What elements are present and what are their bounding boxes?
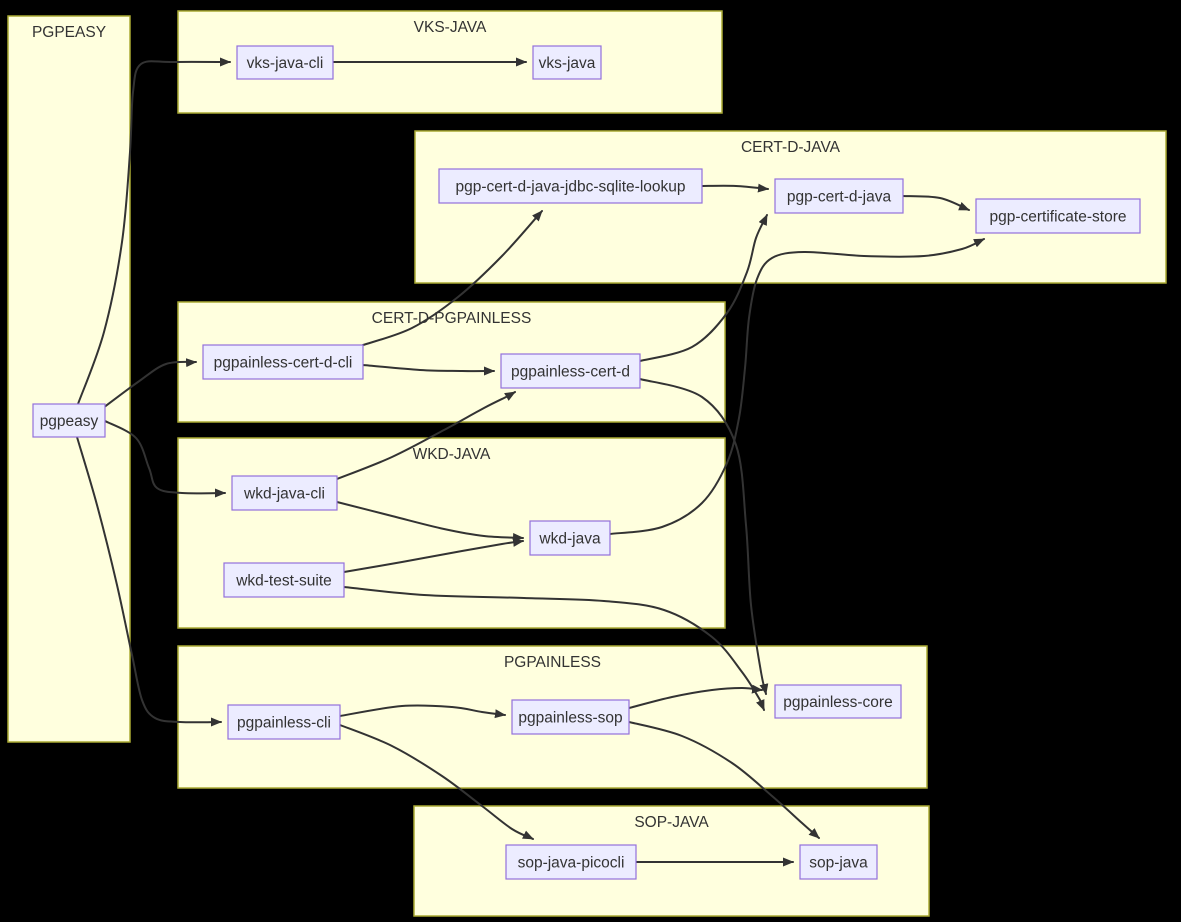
cluster-label-pgpainless-group: PGPAINLESS bbox=[504, 654, 601, 671]
edge-wkd-java-cli--wkd-java bbox=[336, 501, 524, 543]
node-label-pgpainless-core: pgpainless-core bbox=[783, 694, 892, 711]
node-pgpainless-cli bbox=[227, 704, 341, 740]
edge-pgpeasy--pgpainless-cli bbox=[76, 436, 222, 727]
edge-pgpainless-sop--pgpainless-core bbox=[628, 684, 763, 709]
edge-pgpeasy--vks-java-cli bbox=[77, 57, 231, 405]
edge-wkd-java--pgp-certificate-store bbox=[609, 238, 985, 535]
edge-pgpainless-cert-d-cli--pgp-cert-d-java-jdbc-sqlite-lookup bbox=[362, 210, 543, 346]
edge-pgpainless-cli--pgpainless-sop bbox=[339, 704, 506, 719]
edges-layer bbox=[76, 57, 985, 867]
edge-wkd-test-suite--wkd-java bbox=[343, 537, 524, 573]
node-pgpainless-sop bbox=[511, 699, 630, 735]
node-wkd-test-suite bbox=[223, 562, 345, 598]
node-pgp-cert-d-java-jdbc-sqlite-lookup bbox=[438, 168, 703, 204]
node-pgp-cert-d-java bbox=[774, 178, 904, 214]
node-wkd-java bbox=[529, 520, 611, 556]
edge-pgpainless-cert-d--pgpainless-core bbox=[639, 378, 769, 695]
node-pgpeasy bbox=[32, 403, 106, 438]
node-label-wkd-java-cli: wkd-java-cli bbox=[243, 486, 325, 503]
node-label-pgpainless-sop: pgpainless-sop bbox=[518, 710, 622, 727]
node-label-wkd-java: wkd-java bbox=[538, 531, 601, 548]
node-pgpainless-cert-d bbox=[500, 353, 641, 389]
cluster-label-vks-java-group: VKS-JAVA bbox=[414, 19, 487, 36]
node-label-pgpeasy: pgpeasy bbox=[40, 413, 99, 430]
node-label-pgpainless-cert-d-cli: pgpainless-cert-d-cli bbox=[214, 355, 353, 372]
edge-pgp-cert-d-java--pgp-certificate-store bbox=[902, 195, 970, 211]
node-label-vks-java-cli: vks-java-cli bbox=[247, 55, 324, 72]
edge-pgpainless-cert-d--pgp-cert-d-java bbox=[639, 214, 768, 362]
node-sop-java-picocli bbox=[505, 844, 637, 880]
cluster-label-wkd-java-group: WKD-JAVA bbox=[413, 446, 491, 463]
node-label-vks-java: vks-java bbox=[539, 55, 596, 72]
node-label-pgp-cert-d-java: pgp-cert-d-java bbox=[787, 189, 892, 206]
node-label-pgp-cert-d-java-jdbc-sqlite-lookup: pgp-cert-d-java-jdbc-sqlite-lookup bbox=[455, 179, 685, 196]
cluster-pgpeasy-group bbox=[7, 15, 131, 743]
edge-pgpainless-cli--sop-java-picocli bbox=[339, 724, 534, 840]
node-wkd-java-cli bbox=[231, 475, 338, 511]
edge-pgp-cert-d-java-jdbc-sqlite-lookup--pgp-cert-d-java bbox=[701, 183, 769, 193]
clusters-layer: PGPEASY VKS-JAVA CERT-D-JAVA CERT-D-PGPAINL… bbox=[7, 10, 1167, 917]
cluster-wkd-java-group bbox=[177, 437, 726, 629]
node-label-wkd-test-suite: wkd-test-suite bbox=[235, 573, 332, 590]
node-label-pgpainless-cert-d: pgpainless-cert-d bbox=[511, 364, 630, 381]
node-vks-java-cli bbox=[236, 45, 334, 80]
cluster-label-cert-d-pgpainless-group: CERT-D-PGPAINLESS bbox=[372, 310, 532, 327]
node-vks-java bbox=[532, 45, 602, 80]
node-label-pgp-certificate-store: pgp-certificate-store bbox=[990, 209, 1127, 226]
cluster-label-pgpeasy-group: PGPEASY bbox=[32, 24, 106, 41]
edge-wkd-java-cli--pgpainless-cert-d bbox=[336, 391, 516, 480]
node-pgpainless-core bbox=[774, 684, 902, 719]
node-label-sop-java: sop-java bbox=[809, 855, 868, 872]
node-label-sop-java-picocli: sop-java-picocli bbox=[518, 855, 625, 872]
node-label-pgpainless-cli: pgpainless-cli bbox=[237, 715, 331, 732]
edge-pgpeasy--pgpainless-cert-d-cli bbox=[102, 358, 197, 409]
cluster-label-sop-java-group: SOP-JAVA bbox=[634, 814, 709, 831]
node-pgp-certificate-store bbox=[975, 198, 1141, 234]
node-sop-java bbox=[799, 844, 878, 880]
nodes-layer: pgpeasy vks-java-cli vks-java pgp-cert-d-ja… bbox=[32, 45, 1141, 880]
cluster-label-cert-d-java-group: CERT-D-JAVA bbox=[741, 139, 841, 156]
edge-pgpainless-cert-d-cli--pgpainless-cert-d bbox=[362, 364, 495, 376]
edge-pgpainless-sop--sop-java bbox=[628, 721, 820, 839]
node-pgpainless-cert-d-cli bbox=[202, 344, 364, 380]
edge-pgpeasy--wkd-java-cli bbox=[104, 420, 226, 498]
